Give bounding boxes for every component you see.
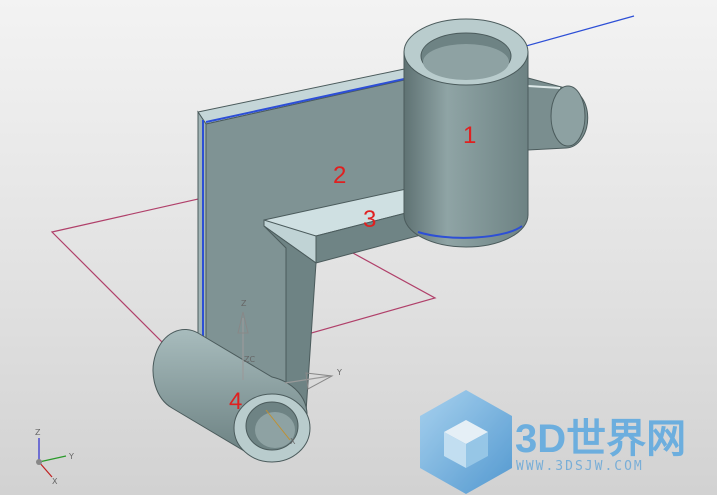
watermark-url: WWW.3DSJW.COM	[516, 459, 644, 474]
csys-y-label: Y	[336, 368, 342, 377]
feature-label-2: 2	[333, 162, 346, 189]
back-lug[interactable]	[527, 77, 589, 151]
datum-plane[interactable]	[50, 189, 437, 369]
pin-cylinder[interactable]	[152, 328, 311, 463]
triad-y-label: Y	[68, 452, 74, 461]
feature-label-3: 3	[363, 206, 376, 233]
csys-z-label: Z	[241, 299, 247, 308]
watermark-logo: 3D世界网 WWW.3DSJW.COM	[420, 390, 686, 494]
work-csys[interactable]: Z ZC Y X	[237, 299, 342, 446]
triad-x-label: X	[52, 477, 58, 486]
feature-label-4: 4	[229, 388, 242, 415]
yc-arrow-icon[interactable]	[305, 372, 334, 390]
feature-label-1: 1	[463, 122, 476, 149]
csys-x-label: X	[290, 437, 296, 446]
csys-zc-label: ZC	[244, 355, 255, 364]
watermark-title: 3D世界网	[515, 417, 686, 461]
boss-cylinder[interactable]	[403, 18, 529, 248]
view-triad[interactable]: Z Y X	[35, 428, 74, 486]
zc-arrow-icon[interactable]	[237, 311, 249, 334]
triad-z-label: Z	[35, 428, 41, 437]
highlight-edge-top[interactable]	[205, 75, 419, 123]
